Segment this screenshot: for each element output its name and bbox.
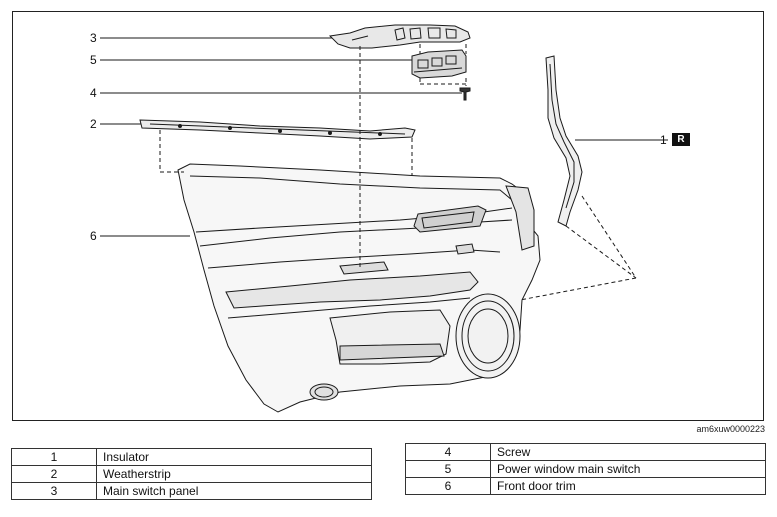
callout-3: 3	[90, 31, 97, 45]
legend-label: Front door trim	[490, 477, 766, 495]
callout-4: 4	[90, 86, 97, 100]
legend-label: Power window main switch	[490, 460, 766, 478]
insulator-part	[545, 55, 583, 227]
legend-number: 2	[11, 465, 97, 483]
assembly-guide-lines	[159, 44, 637, 301]
main-switch-panel-part	[328, 24, 471, 49]
callout-2: 2	[90, 117, 97, 131]
legend-row: 4 Screw	[405, 443, 766, 461]
callout-1: 1	[660, 133, 667, 147]
legend-row: 6 Front door trim	[405, 477, 766, 495]
legend-number: 5	[405, 460, 491, 478]
callout-6: 6	[90, 229, 97, 243]
legend-row: 2 Weatherstrip	[11, 465, 372, 483]
legend-label: Screw	[490, 443, 766, 461]
weatherstrip-part	[139, 119, 416, 140]
legend-row: 1 Insulator	[11, 448, 372, 466]
legend-label: Insulator	[96, 448, 372, 466]
parts-legend-left: 1 Insulator 2 Weatherstrip 3 Main switch…	[11, 448, 372, 500]
legend-row: 5 Power window main switch	[405, 460, 766, 478]
legend-label: Main switch panel	[96, 482, 372, 500]
callout-5: 5	[90, 53, 97, 67]
legend-row: 3 Main switch panel	[11, 482, 372, 500]
front-door-trim-part	[177, 163, 541, 413]
screw-part	[459, 87, 471, 101]
parts-legend-right: 4 Screw 5 Power window main switch 6 Fro…	[405, 443, 766, 495]
legend-number: 3	[11, 482, 97, 500]
right-side-badge: R	[672, 133, 690, 146]
figure-code: am6xuw0000223	[696, 424, 765, 434]
legend-number: 1	[11, 448, 97, 466]
legend-label: Weatherstrip	[96, 465, 372, 483]
power-window-main-switch-part	[411, 49, 467, 79]
legend-number: 6	[405, 477, 491, 495]
legend-number: 4	[405, 443, 491, 461]
